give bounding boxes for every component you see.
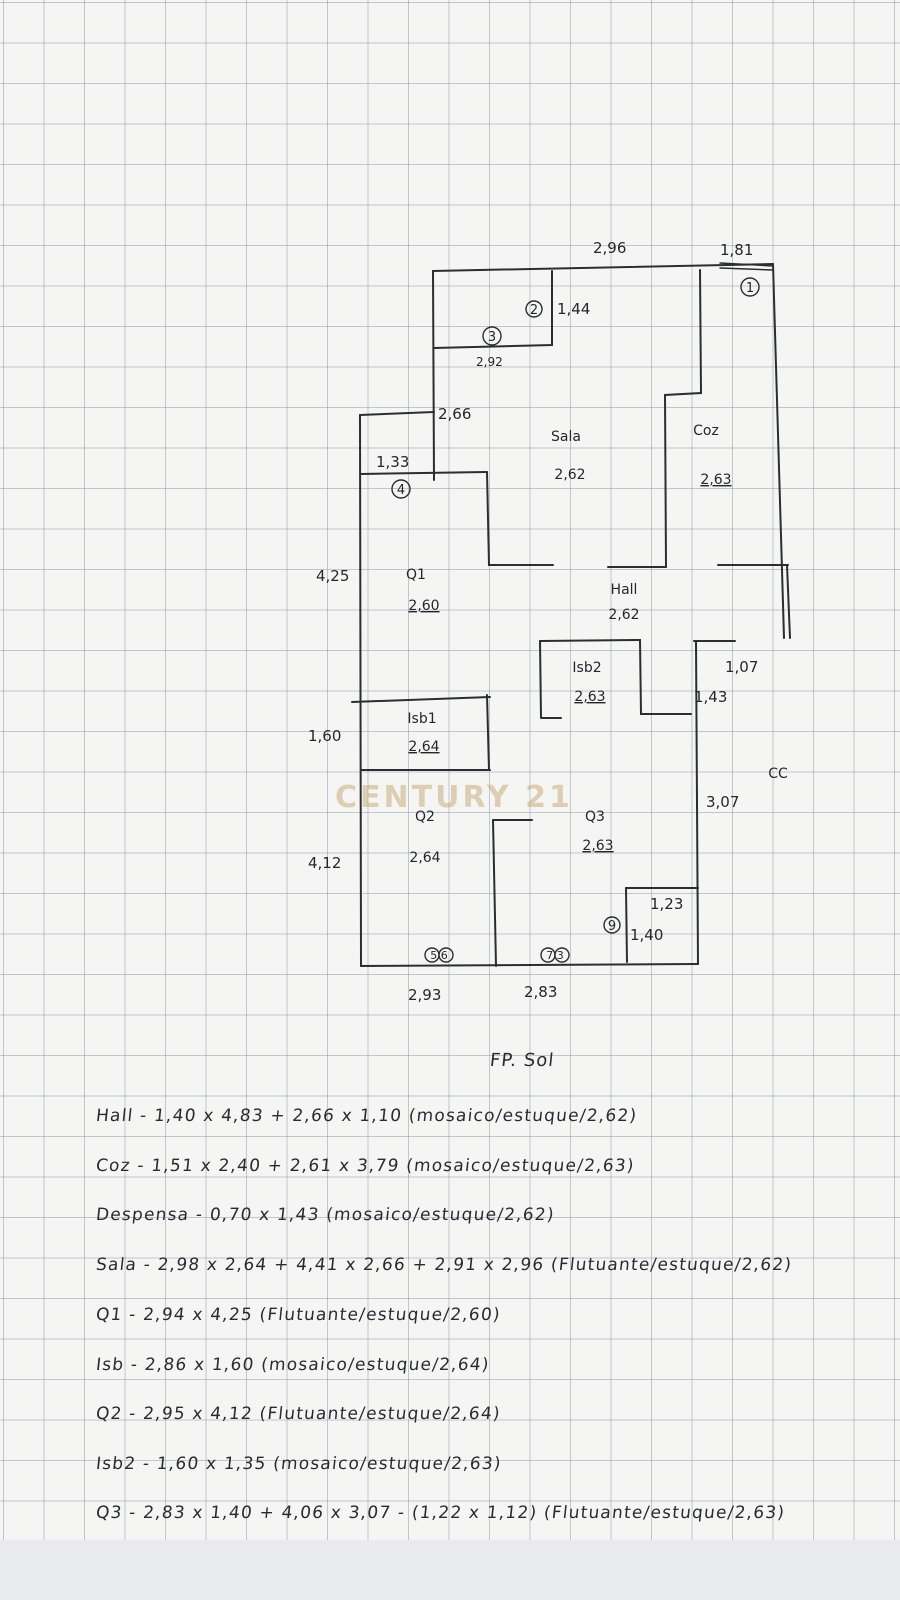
marker-labels: 1 2 3 4 9 — [397, 281, 754, 934]
wall-right-upper — [772, 263, 785, 639]
legend-line-q2: Q2 - 2,95 x 4,12 (Flutuante/estuque/2,64… — [94, 1404, 502, 1424]
legend-line-coz: Coz - 1,51 x 2,40 + 2,61 x 3,79 (mosaico… — [94, 1156, 636, 1176]
dim-412: 4,12 — [308, 854, 341, 872]
wall-room9-left — [625, 887, 628, 963]
door-marker-pairs: 5 6 7 3 — [430, 949, 564, 962]
room-sala-height: 2,62 — [554, 467, 585, 483]
dim-133: 1,33 — [376, 453, 409, 471]
wall-isb1-right — [486, 694, 490, 771]
wall-coz-left — [663, 269, 703, 568]
wall-isb2 — [539, 638, 692, 715]
wall-left-outer — [359, 414, 362, 967]
wall-right-lower — [695, 640, 699, 965]
dim-bottom-right: 2,83 — [524, 983, 557, 1001]
wall-bottom — [360, 963, 699, 967]
wall-top — [432, 263, 774, 272]
circle-markers — [391, 277, 760, 963]
pair-left-markers: 5 6 — [430, 949, 448, 962]
marker-circle-9 — [603, 916, 621, 934]
century21-watermark: CENTURY 21 — [335, 780, 573, 815]
dim-292: 2,92 — [476, 355, 503, 369]
dim-bottom-left: 2,93 — [408, 986, 441, 1004]
room-cc-label: CC — [768, 766, 788, 782]
room-q2-name: Q2 — [415, 809, 435, 825]
wall-cc-right — [786, 564, 791, 639]
window-top-right — [719, 262, 774, 271]
room-q1-height: 2,60 — [408, 598, 439, 614]
room-isb2-name: Isb2 — [572, 660, 601, 676]
legend-line-q3: Q3 - 2,83 x 1,40 + 4,06 x 3,07 - (1,22 x… — [94, 1503, 787, 1523]
marker-circle-3b — [554, 947, 570, 963]
wall-q1-top — [360, 471, 488, 475]
pair-right-markers: 7 3 — [546, 949, 564, 962]
dim-143: 1,43 — [694, 688, 727, 706]
room-hall-name: Hall — [611, 582, 638, 598]
marker-3: 3 — [488, 330, 496, 345]
legend-line-isb2: Isb2 - 1,60 x 1,35 (mosaico/estuque/2,63… — [94, 1454, 503, 1474]
marker-circle-1 — [740, 277, 760, 297]
room-hall-height: 2,62 — [608, 607, 639, 623]
wall-q1-right — [486, 471, 554, 566]
dim-123: 1,23 — [650, 895, 683, 913]
marker-circle-3 — [482, 326, 502, 346]
room-coz-height: 2,63 — [700, 472, 731, 488]
marker-circle-6 — [438, 947, 454, 963]
dim-425: 4,25 — [316, 567, 349, 585]
wall-isb1-top — [351, 696, 491, 703]
legend-line-q1: Q1 - 2,94 x 4,25 (Flutuante/estuque/2,60… — [94, 1305, 502, 1325]
wall-sala-left — [432, 270, 435, 481]
dimension-labels: 2,96 1,81 1,44 2,92 2,66 1,33 4,25 1,60 … — [308, 239, 758, 1004]
room-labels: Sala 2,62 Coz 2,63 Hall 2,62 Q1 2,60 Isb… — [406, 423, 788, 866]
dim-top-right-width: 1,81 — [720, 241, 753, 259]
dim-266: 2,66 — [438, 405, 471, 423]
legend-line-isb: Isb - 2,86 x 1,60 (mosaico/estuque/2,64) — [94, 1355, 491, 1375]
marker-4: 4 — [397, 483, 405, 498]
room-isb1-name: Isb1 — [407, 711, 436, 727]
marker-1: 1 — [746, 281, 754, 296]
dim-144: 1,44 — [557, 300, 590, 318]
page-bottom-edge — [0, 1540, 900, 1600]
room-isb2-height: 2,63 — [574, 689, 605, 705]
room-coz-name: Coz — [693, 423, 719, 439]
room-q2-height: 2,64 — [409, 850, 440, 866]
room-isb1-height: 2,64 — [408, 739, 439, 755]
room-sala-name: Sala — [551, 429, 581, 445]
dim-107: 1,07 — [725, 658, 758, 676]
wall-isb2-left — [539, 640, 542, 719]
plan-title: FP. Sol — [488, 1050, 556, 1071]
room-q1-name: Q1 — [406, 567, 426, 583]
wall-left-wing-top — [359, 411, 435, 416]
room-q3-height: 2,63 — [582, 838, 613, 854]
dim-160: 1,60 — [308, 727, 341, 745]
dim-top-width: 2,96 — [593, 239, 626, 257]
legend-line-despensa: Despensa - 0,70 x 1,43 (mosaico/estuque/… — [94, 1205, 556, 1225]
legend-line-hall: Hall - 1,40 x 4,83 + 2,66 x 1,10 (mosaic… — [94, 1106, 639, 1126]
dim-140: 1,40 — [630, 926, 663, 944]
room-q3-name: Q3 — [585, 809, 605, 825]
legend-line-sala: Sala - 2,98 x 2,64 + 4,41 x 2,66 + 2,91 … — [94, 1255, 794, 1275]
wall-small-room — [433, 270, 553, 349]
floor-plan-walls — [351, 262, 791, 967]
dim-307: 3,07 — [706, 793, 739, 811]
marker-circle-2 — [525, 300, 543, 318]
wall-q2-q3-divider — [492, 819, 497, 967]
marker-9: 9 — [608, 919, 616, 934]
marker-circle-4 — [391, 479, 411, 499]
marker-2: 2 — [530, 303, 538, 318]
